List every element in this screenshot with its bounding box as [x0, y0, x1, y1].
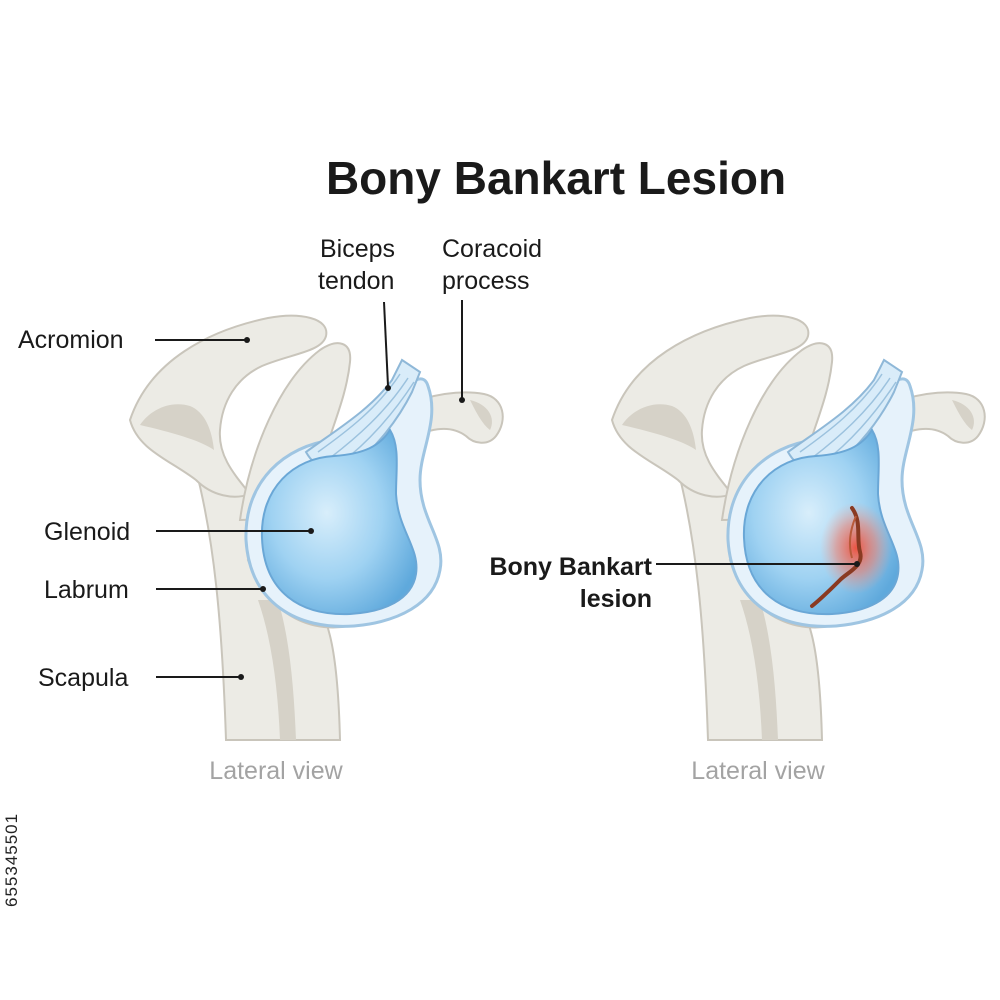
left-view-caption: Lateral view: [209, 757, 343, 785]
coracoid-label-line2: process: [442, 267, 530, 295]
labrum-label: Labrum: [44, 576, 129, 604]
right-view-caption: Lateral view: [691, 757, 825, 785]
image-id-text: 655345501: [2, 812, 21, 908]
page-title: Bony Bankart Lesion: [326, 152, 786, 204]
coracoid-label-line1: Coracoid: [442, 235, 542, 263]
acromion-label: Acromion: [18, 326, 124, 354]
scapula-label: Scapula: [38, 664, 128, 692]
biceps-tendon-leader: [383, 301, 389, 387]
biceps-tendon-label-line2: tendon: [318, 267, 394, 295]
lesion-glow: [820, 502, 892, 594]
glenoid-label: Glenoid: [44, 518, 130, 546]
lesion-label-line1: Bony Bankart: [489, 553, 652, 581]
lesion-fracture: [810, 506, 863, 608]
lesion-label-line2: lesion: [580, 585, 652, 613]
right-shoulder-illustration: [610, 314, 987, 742]
biceps-tendon-label-line1: Biceps: [320, 235, 395, 263]
